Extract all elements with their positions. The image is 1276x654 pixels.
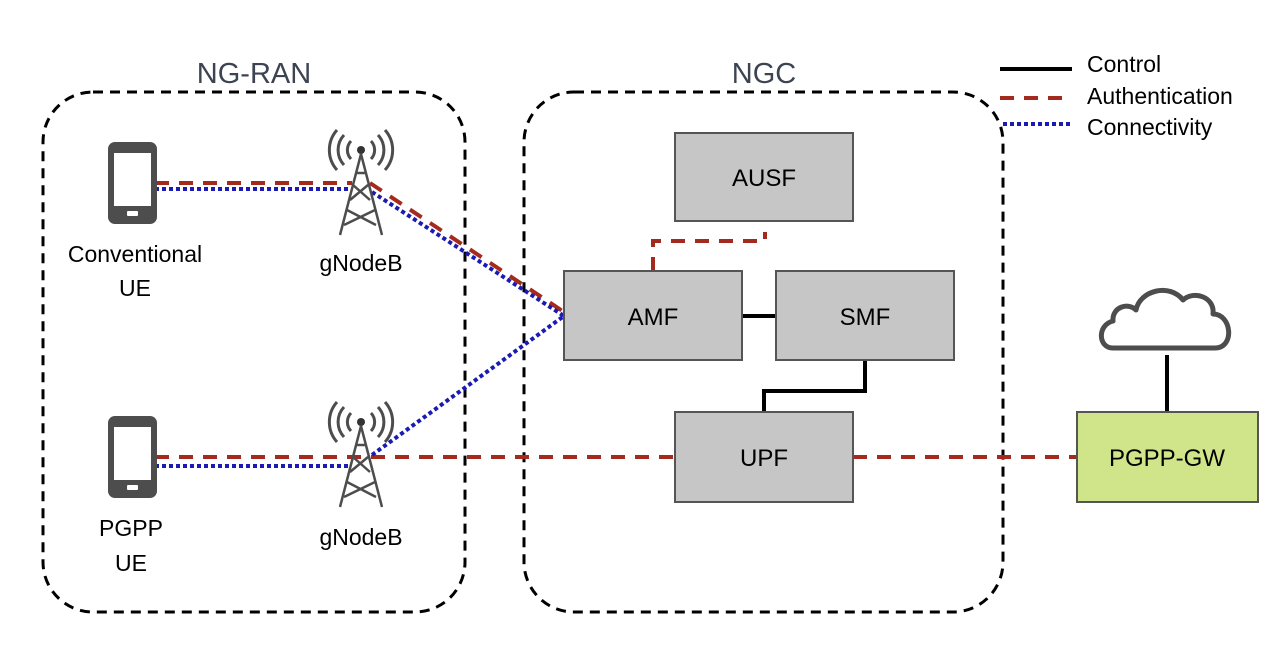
pgpp-ue-label-line1: PGPP (99, 515, 163, 541)
links (155, 181, 1169, 468)
pgpp-gw-label: PGPP-GW (1109, 445, 1225, 472)
legend-authentication-label: Authentication (1087, 83, 1233, 109)
ng-ran-title: NG-RAN (197, 58, 311, 90)
legend-connectivity-label: Connectivity (1087, 114, 1213, 140)
smf-label: SMF (840, 304, 891, 331)
smf-node[interactable]: SMF (775, 270, 955, 361)
cell-tower-icon (327, 129, 395, 236)
ngc-region (522, 90, 1005, 614)
cloud-icon (1098, 288, 1232, 351)
amf-label: AMF (628, 304, 679, 331)
link-smf-upf-control (762, 360, 867, 412)
ausf-label: AUSF (732, 165, 796, 192)
ausf-node[interactable]: AUSF (674, 132, 854, 222)
upf-label: UPF (740, 445, 788, 472)
phone-icon (108, 416, 157, 498)
ngc-title: NGC (732, 58, 796, 90)
link-gnb-bottom-amf-conn (370, 314, 566, 457)
pgpp-gw-node[interactable]: PGPP-GW (1076, 411, 1259, 503)
amf-node[interactable]: AMF (563, 270, 743, 361)
legend: Control Authentication Connectivity (1000, 51, 1233, 140)
phone-icon (108, 142, 157, 224)
upf-node[interactable]: UPF (674, 411, 854, 503)
ng-ran-region (41, 90, 467, 614)
link-gnb-top-amf-auth (368, 181, 566, 314)
gnodeb-top-label: gNodeB (319, 250, 402, 276)
legend-control-label: Control (1087, 51, 1161, 77)
pgpp-ue-label-line2: UE (115, 550, 147, 576)
conventional-ue-label-line1: Conventional (68, 241, 202, 267)
conventional-ue-label-line2: UE (119, 275, 151, 301)
link-gnb-top-amf-conn (370, 190, 566, 318)
gnodeb-bottom-label: gNodeB (319, 524, 402, 550)
link-amf-ausf-auth (651, 232, 767, 271)
cell-tower-icon (327, 401, 395, 508)
